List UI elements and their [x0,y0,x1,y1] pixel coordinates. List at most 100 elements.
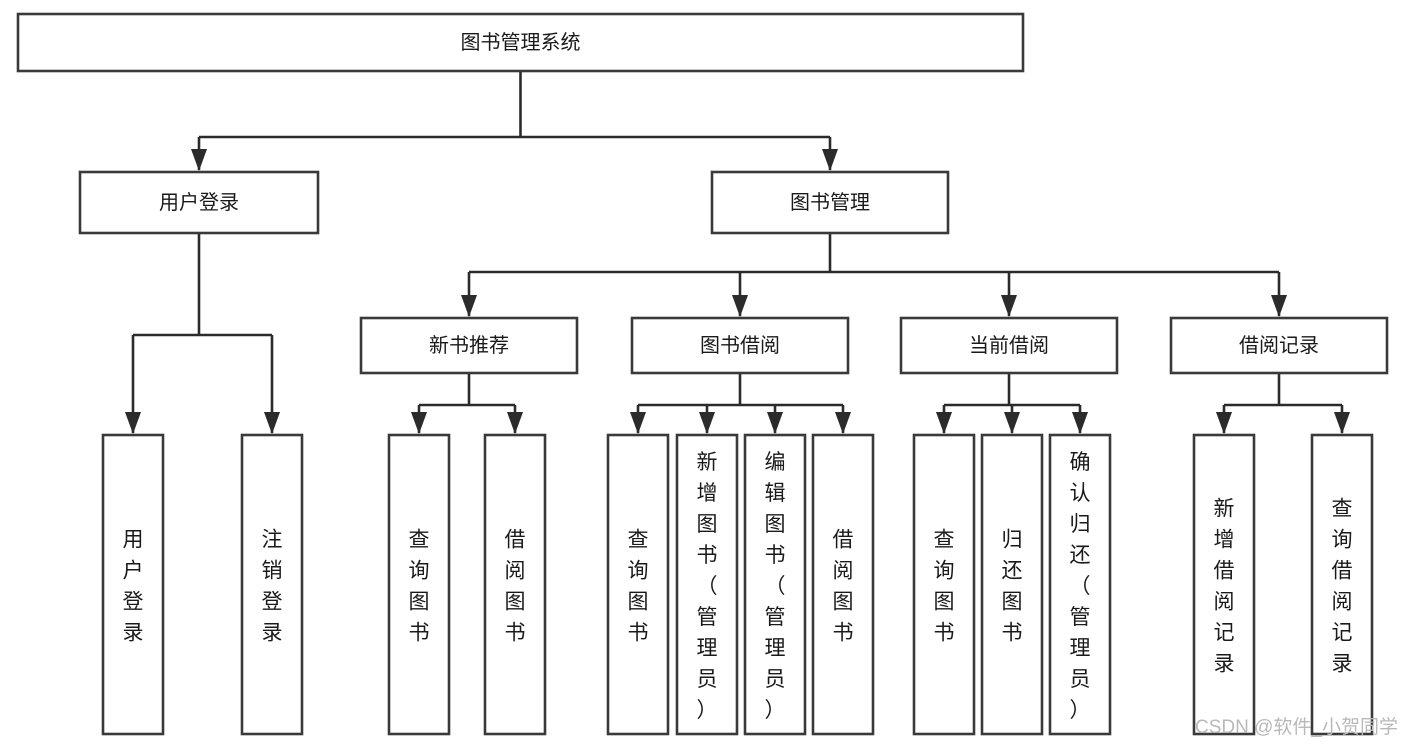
node-borrow-record[interactable]: 借阅记录 [1169,316,1389,375]
arrow-head-icon [835,412,851,434]
node-new-book-recommend[interactable]: 新书推荐 [359,316,579,375]
arrow-head-icon [699,412,715,434]
node-label-char: 书 [765,544,786,567]
node-rect-root [16,12,1025,73]
arrow-head-icon [264,412,280,434]
node-label-char: 记 [1214,622,1235,645]
node-label-char: 查 [1332,498,1353,521]
node-rect-leaf-query-borrow-record [1310,433,1374,736]
node-label-char: 图 [833,591,854,614]
node-leaf-user-login[interactable]: 用户登录 [101,433,165,736]
node-label-char: 管 [765,606,786,629]
node-label-book-borrow: 图书借阅 [700,334,780,357]
node-label-char: 新 [1214,498,1235,521]
node-label-char: 查 [934,529,955,552]
node-label-root: 图书管理系统 [461,31,581,54]
node-label-char: 询 [934,560,955,583]
node-label-char: 阅 [1214,591,1235,614]
node-rect-user-login [78,170,320,235]
node-label-char: 理 [765,637,786,660]
node-rect-leaf-query-book-borrow [606,433,670,736]
node-rect-leaf-confirm-return-admin [1048,433,1112,736]
node-label-book-management: 图书管理 [790,191,870,214]
node-rect-new-book-recommend [359,316,579,375]
node-label-char: 编 [765,451,786,474]
node-rect-leaf-add-book-admin [675,433,739,736]
node-label-char: 书 [1002,622,1023,645]
node-label-char: 认 [1070,482,1091,505]
node-label-char: ） [1070,699,1091,722]
node-label-char: 还 [1070,544,1091,567]
node-rect-book-borrow [630,316,850,375]
node-label-new-book-recommend: 新书推荐 [429,334,509,357]
node-label-char: 辑 [765,482,786,505]
node-label-char: 户 [123,560,144,583]
node-rect-leaf-logout [240,433,304,736]
node-user-login[interactable]: 用户登录 [78,170,320,235]
node-label-char: 书 [409,622,430,645]
arrow-head-icon [1271,295,1287,317]
node-rect-borrow-record [1169,316,1389,375]
node-label-current-borrow: 当前借阅 [969,334,1049,357]
node-book-borrow[interactable]: 图书借阅 [630,316,850,375]
arrow-head-icon [1216,412,1232,434]
node-label-char: 销 [262,560,283,583]
node-label-char: 图 [697,513,718,536]
node-label-char: 还 [1002,560,1023,583]
arrow-head-icon [1001,295,1017,317]
node-label-char: 借 [1332,560,1353,583]
node-label-char: 录 [123,622,144,645]
connector-lines [125,71,1350,434]
node-label-char: 图 [1002,591,1023,614]
node-label-char: 询 [1332,529,1353,552]
node-label-char: 阅 [833,560,854,583]
node-rect-leaf-add-borrow-record [1192,433,1256,736]
node-label-char: 员 [1070,668,1091,691]
node-label-char: 借 [833,529,854,552]
arrow-head-icon [767,412,783,434]
node-label-char: 管 [1070,606,1091,629]
node-label-char: 书 [833,622,854,645]
node-label-char: （ [1070,575,1091,598]
node-label-char: ） [765,699,786,722]
arrow-head-icon [125,412,141,434]
node-label-char: 图 [934,591,955,614]
node-rect-leaf-borrow-book-recommend [483,433,547,736]
node-label-char: 录 [262,622,283,645]
node-current-borrow[interactable]: 当前借阅 [899,316,1119,375]
node-label-char: 图 [505,591,526,614]
node-rect-leaf-user-login [101,433,165,736]
node-label-char: （ [697,575,718,598]
node-label-char: 登 [123,591,144,614]
node-label-char: ） [697,699,718,722]
node-rect-current-borrow [899,316,1119,375]
arrow-head-icon [1072,412,1088,434]
node-label-char: 用 [123,529,144,552]
node-root[interactable]: 图书管理系统 [16,12,1025,73]
node-rect-leaf-query-book-recommend [387,433,451,736]
node-label-user-login: 用户登录 [159,191,239,214]
node-label-char: 记 [1332,622,1353,645]
node-label-char: （ [765,575,786,598]
node-label-char: 员 [765,668,786,691]
node-rect-leaf-query-book-current [912,433,976,736]
node-book-management[interactable]: 图书管理 [710,170,950,235]
node-label-char: 录 [1214,653,1235,676]
node-label-char: 借 [505,529,526,552]
node-rect-leaf-edit-book-admin [743,433,807,736]
node-rect-leaf-return-book [980,433,1044,736]
node-label-char: 新 [697,451,718,474]
